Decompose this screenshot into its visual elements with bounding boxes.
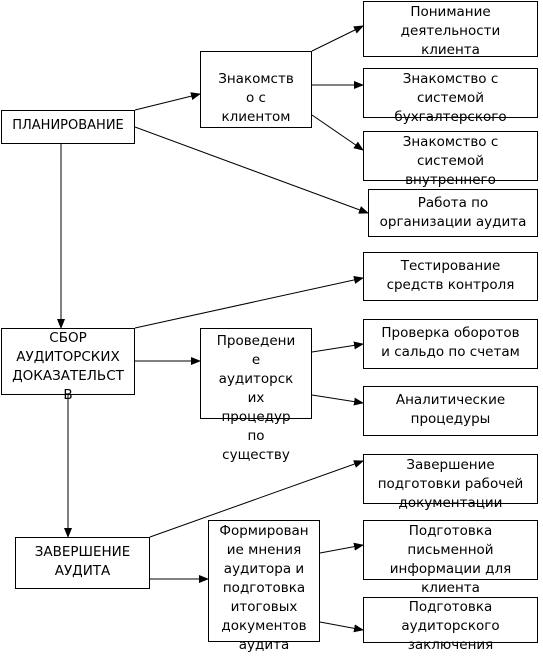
node-working-papers-label: Завершение подготовки рабочей документац…: [377, 457, 524, 511]
node-opinion-forming-label: Формирован ие мнения аудитора и подготов…: [219, 523, 309, 653]
node-substantive-procedures-label: Проведени е аудиторск их процедур по сущ…: [216, 333, 296, 463]
edge-form-r9: [319, 542, 364, 554]
node-accounting-system: Знакомство с системой бухгалтерского: [363, 68, 538, 125]
edge-form-r10: [319, 621, 364, 633]
node-planning-label: ПЛАНИРОВАНИЕ: [12, 118, 124, 133]
node-client-letter: Подготовка письменной информации для кли…: [363, 520, 538, 596]
node-controls-testing-label: Тестирование средств контроля: [386, 258, 515, 293]
edge-plan-znak: [134, 92, 201, 111]
node-audit-organization: Работа по организации аудита: [368, 189, 538, 237]
node-working-papers: Завершение подготовки рабочей документац…: [363, 454, 538, 511]
node-evidence-collection-label: СБОР АУДИТОРСКИХ ДОКАЗАТЕЛЬСТ В: [12, 330, 124, 403]
node-substantive-procedures: Проведени е аудиторск их процедур по сущ…: [200, 328, 312, 463]
edge-plan-r4: [134, 126, 369, 214]
node-understanding-client-label: Понимание деятельности клиента: [400, 4, 501, 58]
node-analytical-procedures-label: Аналитические процедуры: [395, 392, 506, 427]
node-audit-completion-label: ЗАВЕРШЕНИЕ АУДИТА: [34, 544, 131, 579]
edge-prov-r6: [311, 341, 364, 353]
node-internal-system-label: Знакомство с системой внутреннего: [402, 134, 499, 188]
node-controls-testing: Тестирование средств контроля: [363, 252, 538, 301]
node-audit-report: Подготовка аудиторского заключения: [363, 597, 538, 653]
node-understanding-client: Понимание деятельности клиента: [363, 1, 538, 58]
node-planning: ПЛАНИРОВАНИЕ: [1, 110, 135, 144]
node-balances-check: Проверка оборотов и сальдо по счетам: [363, 319, 538, 369]
edge-znak-r3: [311, 114, 364, 151]
node-accounting-system-label: Знакомство с системой бухгалтерского: [394, 71, 507, 125]
node-client-acquaintance-label: Знакомств о с клиентом: [218, 71, 294, 125]
edge-zav-r8: [149, 460, 364, 538]
node-evidence-collection: СБОР АУДИТОРСКИХ ДОКАЗАТЕЛЬСТ В: [1, 328, 135, 403]
node-client-acquaintance: Знакомств о с клиентом: [200, 51, 312, 128]
node-audit-report-label: Подготовка аудиторского заключения: [401, 599, 500, 653]
node-analytical-procedures: Аналитические процедуры: [363, 386, 538, 436]
node-audit-organization-label: Работа по организации аудита: [379, 195, 527, 230]
node-balances-check-label: Проверка оборотов и сальдо по счетам: [381, 325, 520, 360]
node-audit-completion: ЗАВЕРШЕНИЕ АУДИТА: [15, 537, 150, 589]
edge-sbor-r5: [134, 276, 364, 329]
node-client-letter-label: Подготовка письменной информации для кли…: [389, 523, 512, 596]
edge-znak-r1: [311, 25, 364, 52]
edge-prov-r7: [311, 394, 364, 406]
node-internal-system: Знакомство с системой внутреннего: [363, 131, 538, 188]
node-opinion-forming: Формирован ие мнения аудитора и подготов…: [208, 520, 320, 653]
